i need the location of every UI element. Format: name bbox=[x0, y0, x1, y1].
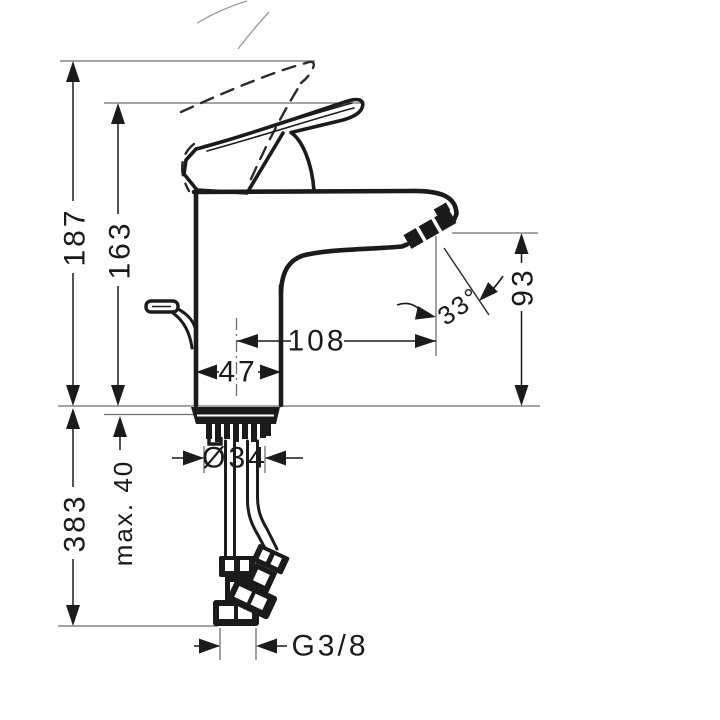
reference-lines bbox=[58, 60, 540, 660]
dimension-spray-angle: 33° bbox=[396, 247, 504, 332]
arrow-left-icon bbox=[265, 450, 286, 466]
supply-hoses bbox=[213, 439, 290, 626]
arrow-down-left-icon bbox=[479, 282, 498, 301]
hose-connector-angled bbox=[226, 544, 290, 620]
aerator-slit bbox=[431, 217, 443, 233]
dim-connection-thread-label: G3/8 bbox=[291, 630, 368, 663]
connector-nut-slot bbox=[258, 549, 271, 562]
phantom-lever-edge bbox=[179, 61, 308, 114]
thread-stripe bbox=[215, 424, 221, 442]
dim-hose-length-label: 383 bbox=[59, 493, 92, 552]
arrow-down-icon bbox=[66, 605, 80, 626]
connector-nut-slot bbox=[270, 555, 282, 568]
thread-stripe bbox=[251, 424, 257, 442]
dim-outlet-height-label: 93 bbox=[507, 267, 540, 306]
arrow-up-icon bbox=[66, 61, 80, 82]
pop-up-rod bbox=[144, 299, 198, 350]
aerator-slit bbox=[415, 226, 427, 242]
dim-max-deck-thickness-label: max. 40 bbox=[108, 460, 138, 567]
connector-nut-slot bbox=[225, 560, 234, 571]
dimension-connection-thread: G3/8 bbox=[194, 630, 368, 663]
dimension-spout-reach: 108 bbox=[237, 325, 436, 358]
phantom-faint-stroke bbox=[237, 11, 270, 50]
arrow-right-icon bbox=[260, 364, 281, 380]
aerator-step bbox=[433, 202, 451, 218]
arrow-left-icon bbox=[256, 638, 277, 654]
arrow-right-icon bbox=[183, 450, 204, 466]
thread-stripe bbox=[242, 424, 248, 439]
connector-nut bbox=[219, 556, 255, 577]
dim-lever-height-label: 163 bbox=[104, 220, 137, 279]
handle-lever-detail bbox=[206, 107, 355, 152]
dim-spray-angle-label: 33° bbox=[432, 281, 486, 332]
phantom-cone-edge bbox=[180, 142, 196, 193]
connector-foot-slot bbox=[219, 606, 234, 619]
handle-lever-detail bbox=[202, 102, 353, 147]
handle-cone-base bbox=[182, 131, 285, 195]
connector-nut-slot bbox=[240, 560, 249, 571]
dimension-total-height: 187 bbox=[59, 61, 92, 406]
arrow-up-icon bbox=[111, 103, 125, 124]
hose-right-edge bbox=[246, 439, 270, 556]
arrow-up-icon bbox=[113, 416, 127, 437]
aerator-band bbox=[403, 209, 457, 249]
pop-up-stem bbox=[176, 307, 198, 333]
mounting-hook bbox=[207, 425, 223, 446]
hose-right-edge bbox=[256, 439, 279, 551]
arrow-right-icon bbox=[199, 638, 220, 654]
arrow-right-icon bbox=[414, 306, 436, 320]
spout-top-edge bbox=[191, 188, 459, 225]
thread-stripe bbox=[224, 424, 230, 439]
dimension-shank-diameter: Ø34 bbox=[172, 442, 303, 475]
thread-stripe bbox=[233, 424, 239, 442]
dim-total-height-label: 187 bbox=[59, 207, 92, 266]
phantom-faint-stroke bbox=[196, 0, 248, 24]
arrow-left-icon bbox=[196, 364, 217, 380]
lever-raised-phantom-outline bbox=[179, 0, 315, 193]
dim-base-width-label: 47 bbox=[218, 356, 257, 389]
arrow-down-icon bbox=[514, 385, 529, 406]
pop-up-stem bbox=[171, 311, 194, 350]
dimension-lever-height: 163 bbox=[104, 103, 137, 406]
dimension-base-width: 47 bbox=[196, 356, 281, 389]
connector-foot-slot bbox=[234, 585, 252, 603]
dimension-outlet-height: 93 bbox=[507, 233, 540, 406]
spray-axis-line bbox=[443, 247, 490, 316]
arrow-right-icon bbox=[415, 334, 436, 348]
dimension-hose-length: 383 bbox=[59, 408, 92, 626]
arrow-down-icon bbox=[111, 385, 125, 406]
dimension-max-deck-thickness: max. 40 bbox=[108, 416, 138, 566]
connector-nut bbox=[251, 544, 290, 575]
dim-spout-reach-label: 108 bbox=[287, 325, 346, 358]
arrow-up-icon bbox=[514, 233, 529, 254]
spout-underside-edge bbox=[278, 242, 410, 295]
faucet-outline bbox=[144, 97, 459, 408]
arrow-left-icon bbox=[237, 334, 258, 348]
mounting-assembly bbox=[191, 407, 280, 446]
arrow-up-icon bbox=[66, 408, 80, 429]
phantom-lever-edge bbox=[249, 80, 304, 181]
arrow-down-icon bbox=[66, 385, 80, 406]
mounting-tab bbox=[263, 424, 271, 436]
aerator bbox=[403, 202, 457, 249]
connector-stem-slot bbox=[252, 569, 270, 586]
phantom-lever-tip bbox=[299, 60, 315, 85]
connector-foot-slot bbox=[250, 593, 268, 610]
threaded-shank bbox=[206, 424, 266, 442]
